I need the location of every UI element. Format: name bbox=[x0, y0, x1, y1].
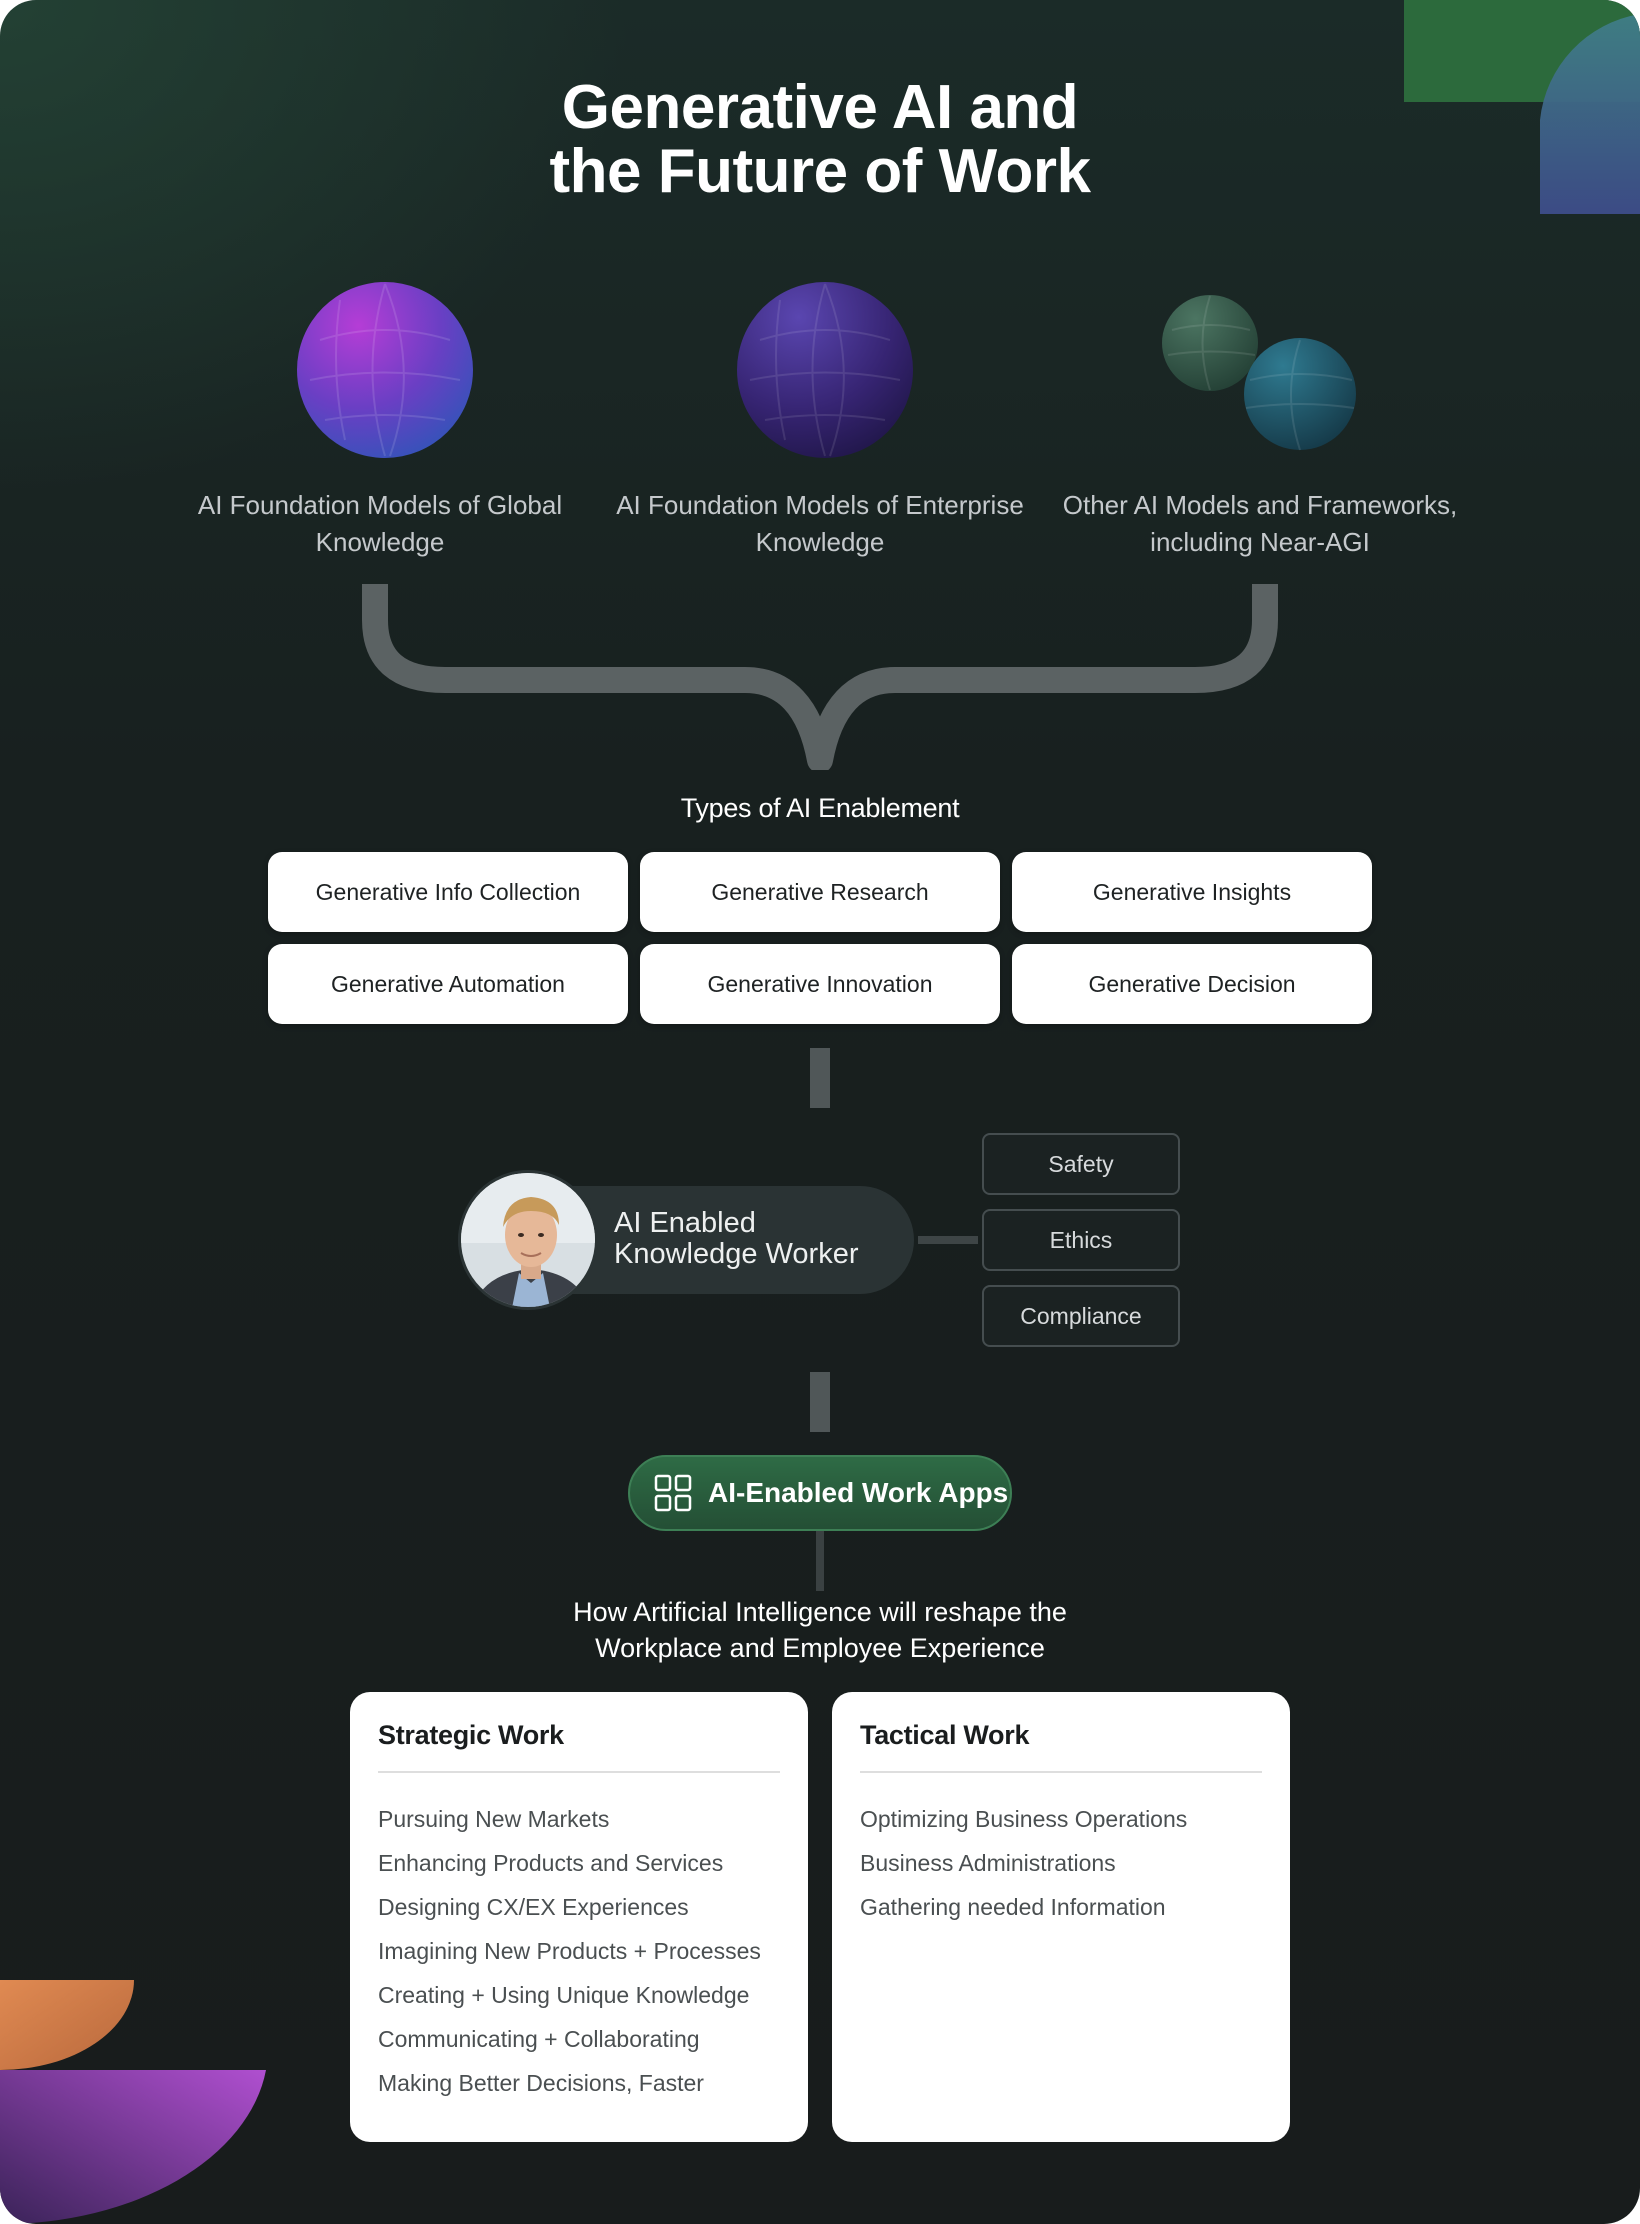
enablement-title: Types of AI Enablement bbox=[680, 793, 960, 823]
person-avatar-icon bbox=[458, 1170, 598, 1310]
list-item: Creating + Using Unique Knowledge bbox=[378, 1982, 750, 2008]
twin-spheres-icon bbox=[1162, 295, 1356, 451]
purple-sphere-icon bbox=[297, 282, 473, 458]
page-title: Generative AI and the Future of Work bbox=[0, 76, 1640, 204]
grid-apps-icon bbox=[654, 1474, 692, 1512]
enablement-chip-decision: Generative Decision bbox=[1012, 944, 1372, 1024]
enablement-chip-info-collection: Generative Info Collection bbox=[268, 852, 628, 932]
enablement-chip-research: Generative Research bbox=[640, 852, 1000, 932]
list-item: Pursuing New Markets bbox=[378, 1806, 610, 1832]
model-label-other: Other AI Models and Frameworks, includin… bbox=[1062, 490, 1458, 557]
tactical-work-title: Tactical Work bbox=[860, 1720, 1262, 1773]
guardrail-compliance: Compliance bbox=[982, 1285, 1180, 1347]
reshape-heading-line-2: Workplace and Employee Experience bbox=[595, 1633, 1045, 1663]
guardrail-ethics: Ethics bbox=[982, 1209, 1180, 1271]
connector-enablement-worker bbox=[810, 1048, 830, 1108]
strategic-work-title: Strategic Work bbox=[378, 1720, 780, 1773]
worker-label: AI Enabled Knowledge Worker bbox=[614, 1208, 904, 1270]
connector-worker-apps bbox=[810, 1372, 830, 1432]
model-label-enterprise: AI Foundation Models of Enterprise Knowl… bbox=[616, 490, 1024, 557]
guardrail-safety: Safety bbox=[982, 1133, 1180, 1195]
worker-label-line-2: Knowledge Worker bbox=[614, 1238, 859, 1270]
strategic-work-card: Strategic Work Pursuing New Markets Enha… bbox=[350, 1692, 808, 2142]
worker-label-line-1: AI Enabled bbox=[614, 1207, 756, 1239]
list-item: Making Better Decisions, Faster bbox=[378, 2070, 704, 2096]
title-line-2: the Future of Work bbox=[549, 137, 1091, 206]
ai-enabled-work-apps-button[interactable]: AI-Enabled Work Apps bbox=[628, 1455, 1012, 1531]
indigo-sphere-icon bbox=[737, 282, 913, 458]
list-item: Communicating + Collaborating bbox=[378, 2026, 700, 2052]
connector-apps-reshape bbox=[816, 1531, 824, 1591]
list-item: Business Administrations bbox=[860, 1850, 1116, 1876]
list-item: Imagining New Products + Processes bbox=[378, 1938, 761, 1964]
tactical-work-card: Tactical Work Optimizing Business Operat… bbox=[832, 1692, 1290, 2142]
strategic-work-list: Pursuing New Markets Enhancing Products … bbox=[378, 1797, 780, 2105]
brace-connector bbox=[362, 584, 1278, 770]
reshape-heading-line-1: How Artificial Intelligence will reshape… bbox=[573, 1597, 1067, 1627]
list-item: Designing CX/EX Experiences bbox=[378, 1894, 689, 1920]
apps-button-label: AI-Enabled Work Apps bbox=[708, 1477, 1009, 1508]
enablement-chip-innovation: Generative Innovation bbox=[640, 944, 1000, 1024]
reshape-heading: How Artificial Intelligence will reshape… bbox=[420, 1594, 1220, 1666]
model-label-global: AI Foundation Models of Global Knowledge bbox=[197, 490, 563, 557]
list-item: Enhancing Products and Services bbox=[378, 1850, 724, 1876]
list-item: Optimizing Business Operations bbox=[860, 1806, 1188, 1832]
title-line-1: Generative AI and bbox=[561, 73, 1079, 142]
enablement-chip-automation: Generative Automation bbox=[268, 944, 628, 1024]
enablement-chip-insights: Generative Insights bbox=[1012, 852, 1372, 932]
corner-decoration-bottom-left bbox=[0, 1980, 266, 2224]
connector-worker-guardrails bbox=[918, 1236, 978, 1244]
corner-decoration-top-right bbox=[1404, 0, 1640, 214]
tactical-work-list: Optimizing Business Operations Business … bbox=[860, 1797, 1262, 1929]
list-item: Gathering needed Information bbox=[860, 1894, 1166, 1920]
